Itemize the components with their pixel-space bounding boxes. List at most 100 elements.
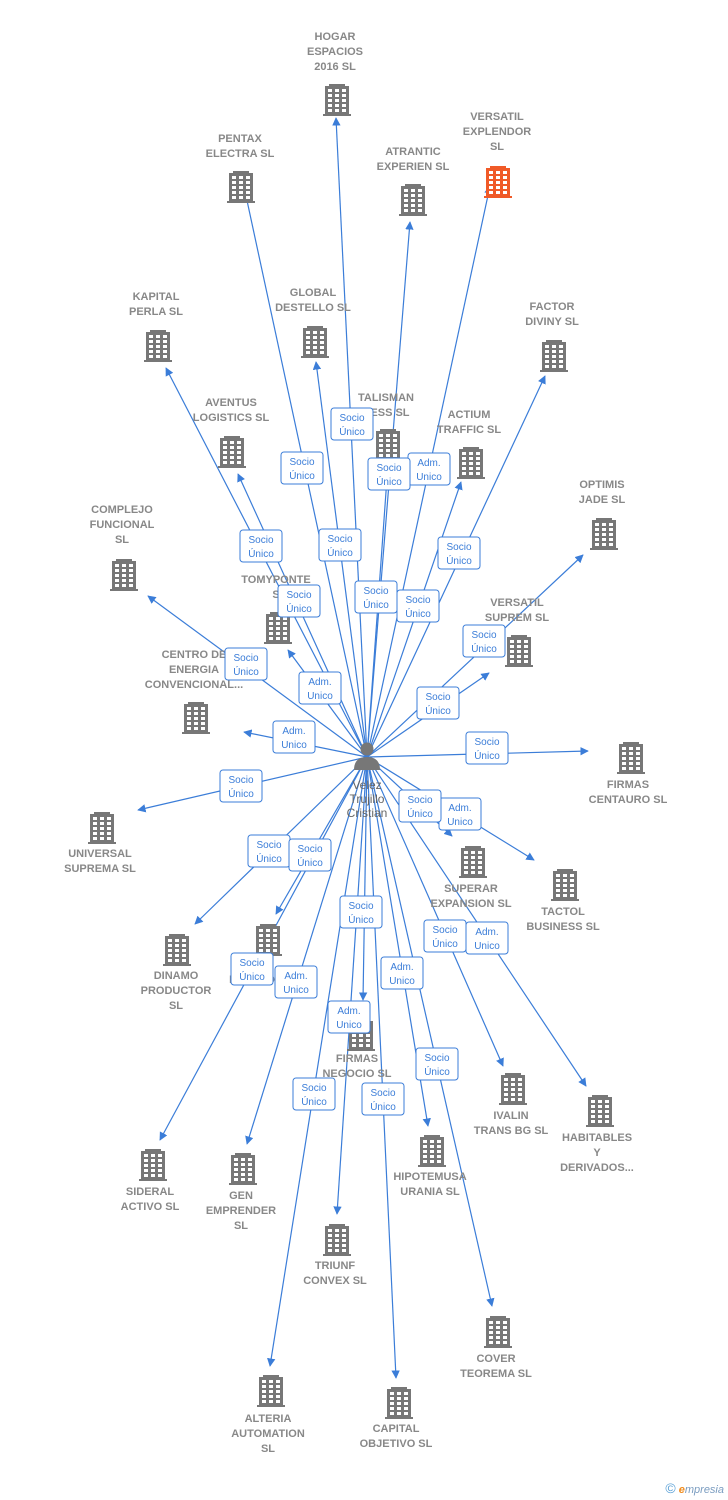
building-icon bbox=[586, 1095, 614, 1127]
edge-futuro bbox=[275, 756, 368, 915]
brand-watermark: © empresia bbox=[665, 1480, 724, 1496]
building-icon bbox=[590, 518, 618, 550]
building-icon bbox=[257, 1375, 285, 1407]
svg-text:Adm.Unico: Adm.Unico bbox=[336, 1006, 362, 1031]
building-icon bbox=[227, 171, 255, 203]
building-icon bbox=[484, 1316, 512, 1348]
person-icon bbox=[354, 742, 380, 770]
edge-label-centro: Adm.Unico bbox=[272, 720, 316, 754]
building-icon bbox=[88, 812, 116, 844]
building-icon bbox=[505, 635, 533, 667]
brand-logo-text: mpresia bbox=[684, 1484, 724, 1496]
building-icon bbox=[459, 846, 487, 878]
svg-text:Adm.Unico: Adm.Unico bbox=[389, 962, 415, 987]
building-icon bbox=[484, 166, 512, 198]
building-icon bbox=[499, 1073, 527, 1105]
building-icon bbox=[218, 436, 246, 468]
edge-label-tomyponte: Adm.Unico bbox=[298, 671, 342, 705]
edge-gen bbox=[245, 756, 368, 1145]
edge-firmas-negocio bbox=[358, 756, 368, 1001]
building-icon bbox=[254, 924, 282, 956]
edge-label-hipotemusa: Adm.Unico bbox=[380, 956, 424, 990]
edge-cover bbox=[366, 756, 495, 1307]
edge-triunf bbox=[333, 756, 368, 1215]
building-icon bbox=[110, 559, 138, 591]
building-icon bbox=[418, 1135, 446, 1167]
edge-label-gen: Adm.Unico bbox=[274, 965, 318, 999]
building-icon bbox=[385, 1387, 413, 1419]
brand-logo-initial: e bbox=[678, 1484, 685, 1496]
